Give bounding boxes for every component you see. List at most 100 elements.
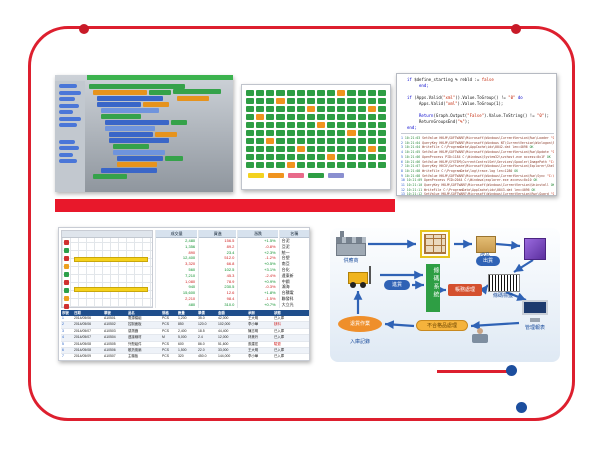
- table-cell: 850: [178, 322, 184, 327]
- quote-value: 23.4: [226, 249, 235, 255]
- status-cell: [276, 106, 285, 112]
- palette-block: [59, 110, 73, 114]
- table-cell: 缺料: [274, 322, 281, 327]
- code-block: [97, 102, 141, 107]
- task-icon: [64, 304, 69, 309]
- table-cell: 2014/05/08: [74, 347, 91, 352]
- table-cell: 22.0: [198, 347, 205, 352]
- status-cell: [246, 138, 255, 144]
- quote-value: 78.9: [226, 278, 235, 284]
- block-row: [93, 174, 231, 179]
- status-cell: [256, 122, 265, 128]
- status-cell: [327, 130, 336, 136]
- status-cell: [286, 98, 295, 104]
- log-line: 4 10:21:05 SetValue HKLM\SOFTWARE\Micros…: [401, 150, 554, 155]
- task-icon: [64, 256, 69, 261]
- code-block: [171, 120, 187, 125]
- status-cell: [347, 162, 356, 168]
- status-cell: [367, 106, 376, 112]
- status-cell: [286, 146, 295, 152]
- status-cell: [296, 114, 305, 120]
- table-cell: A10506: [104, 347, 116, 352]
- code-block: [105, 120, 169, 125]
- block-row: [101, 168, 231, 173]
- status-cell: [296, 122, 305, 128]
- code-block: [149, 90, 171, 95]
- status-cell: [317, 138, 326, 144]
- column-header: 單價: [198, 311, 205, 315]
- quote-value: 156.5: [224, 238, 235, 243]
- status-cell: [246, 90, 255, 96]
- status-cell: [246, 146, 255, 152]
- table-cell: A10502: [104, 322, 116, 327]
- status-cell: [246, 130, 255, 136]
- status-cell: [296, 162, 305, 168]
- schedule-header: [62, 231, 152, 238]
- table-cell: 已入庫: [274, 328, 285, 333]
- status-cell: [256, 106, 265, 112]
- quote-value: 15,600: [182, 290, 196, 296]
- status-cell: [347, 98, 356, 104]
- table-cell: M: [162, 335, 165, 340]
- status-grid-screenshot: [241, 84, 391, 190]
- status-cell: [266, 138, 275, 144]
- table-cell: A10505: [104, 341, 116, 346]
- inbound-step: 進貨: [384, 280, 410, 290]
- status-cell: [327, 162, 336, 168]
- status-cell: [306, 114, 315, 120]
- status-cell: [246, 154, 255, 160]
- forklift-icon: [346, 264, 378, 288]
- table-cell: 王大明: [248, 347, 259, 352]
- legend-swatch: [268, 173, 284, 178]
- blue-dot-lower: [516, 402, 527, 413]
- status-cell: [286, 162, 295, 168]
- table-cell: PCS: [162, 322, 169, 327]
- palette-block: [59, 84, 77, 88]
- table-cell: 2014/05/06: [74, 322, 91, 327]
- quote-value: 12,400: [182, 255, 196, 261]
- code-block: [117, 162, 157, 167]
- status-cell: [327, 146, 336, 152]
- status-cell: [367, 98, 376, 104]
- status-cell: [256, 114, 265, 120]
- quote-value: -0.3%: [265, 284, 276, 290]
- block-row: [113, 144, 231, 149]
- status-cell: [296, 154, 305, 160]
- table-cell: 44,400: [218, 328, 229, 333]
- outbound-step: 出貨: [476, 256, 500, 266]
- code-block: [113, 144, 149, 149]
- task-icon-column: [64, 240, 70, 312]
- table-cell: 陳志明: [248, 328, 259, 333]
- log-line: 2 10:21:04 QueryKey HKLM\SOFTWARE\Micros…: [401, 140, 554, 145]
- status-cell: [246, 114, 255, 120]
- status-cell: [266, 154, 275, 160]
- code-block: [113, 150, 165, 155]
- status-cell: [377, 138, 386, 144]
- palette-block: [59, 152, 73, 157]
- warehouse-frame: [420, 230, 450, 258]
- quote-value: -1.2%: [265, 255, 276, 261]
- log-line: 1 10:21:03 SetValue HKLM\SOFTWARE\Micros…: [401, 136, 554, 140]
- task-icon: [64, 272, 69, 277]
- table-cell: PCS: [162, 354, 169, 359]
- code-line: ReturnGroupsEnd("%");: [419, 119, 470, 124]
- status-cell: [367, 138, 376, 144]
- block-row: [113, 150, 231, 155]
- quote-header: 漲跌: [238, 230, 278, 238]
- task-icon: [64, 240, 69, 245]
- quote-value: -2.4%: [265, 272, 276, 278]
- status-cell: [347, 90, 356, 96]
- block-row: [117, 156, 231, 161]
- bottom-right-line: [437, 370, 511, 373]
- column-header: 數量: [178, 311, 185, 315]
- table-cell: 2014/05/09: [74, 354, 91, 359]
- status-cell: [296, 130, 305, 136]
- table-cell: A10507: [104, 354, 116, 359]
- table-cell: 2014/05/07: [74, 328, 91, 333]
- quote-value: 512.0: [224, 255, 235, 261]
- barcode-label: 條碼標籤: [492, 293, 513, 299]
- table-cell: 42,000: [218, 316, 229, 320]
